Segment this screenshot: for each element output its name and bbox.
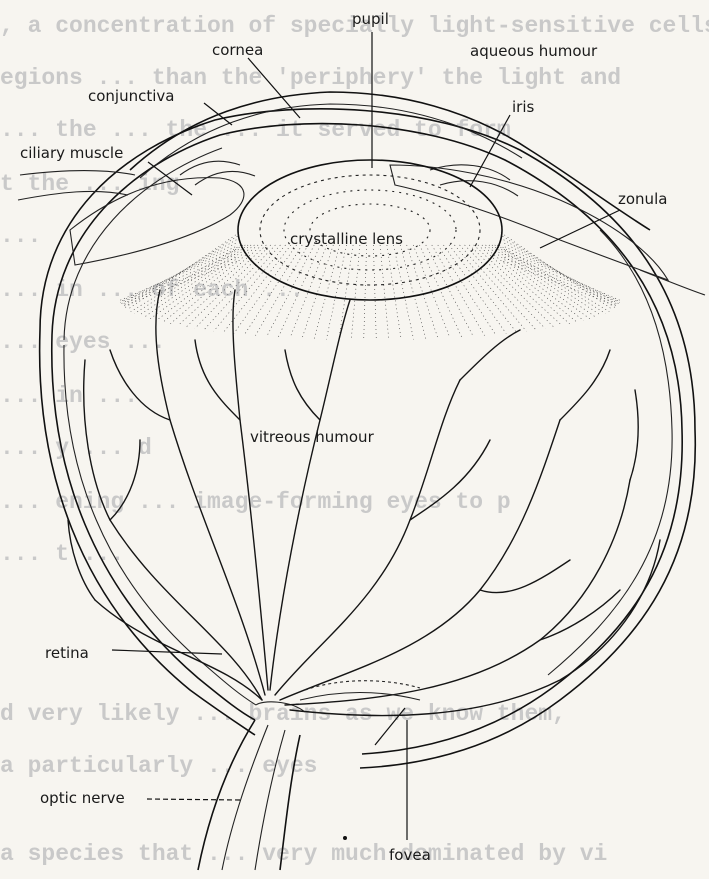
label-optic-nerve: optic nerve xyxy=(40,789,125,807)
label-iris: iris xyxy=(512,98,535,116)
retinal-vessel xyxy=(110,440,140,520)
zonula-fiber xyxy=(380,245,389,340)
zonula-fiber xyxy=(503,261,617,306)
zonula-fibers xyxy=(120,233,620,340)
zonula-fiber xyxy=(267,245,314,336)
retinal-vessel xyxy=(233,290,268,690)
zonula-fiber xyxy=(504,258,618,305)
zonula-fiber xyxy=(394,245,414,339)
retinal-vessel xyxy=(285,350,320,420)
zonula-fiber xyxy=(245,245,303,335)
zonula-fiber xyxy=(120,247,235,302)
zonula-fiber xyxy=(387,245,401,340)
label-retina: retina xyxy=(45,644,89,662)
zonula-fiber xyxy=(504,243,619,303)
retinal-vessel xyxy=(280,420,560,700)
zonula-fiber xyxy=(438,245,496,335)
zonula-fiber xyxy=(444,245,507,334)
leader-fovea xyxy=(375,708,405,745)
zonula-fiber xyxy=(139,245,245,315)
zonula-fiber xyxy=(351,245,360,340)
label-zonula: zonula xyxy=(618,190,667,208)
leader-optic-nerve xyxy=(147,799,240,800)
zonula-fiber xyxy=(131,245,241,312)
zonula-fiber xyxy=(474,245,562,326)
retinal-vessel xyxy=(195,340,240,420)
zonula-fiber xyxy=(123,261,237,306)
label-cornea: cornea xyxy=(212,41,263,59)
cornea-shape xyxy=(18,92,705,295)
zonula-fiber xyxy=(121,243,236,303)
retinal-vessel xyxy=(460,330,520,380)
retinal-vessel xyxy=(560,350,610,420)
zonula-fiber xyxy=(492,245,596,317)
zonula-fiber xyxy=(156,245,254,321)
retinal-vessel xyxy=(480,560,570,593)
zonula-fiber xyxy=(364,245,367,340)
zonula-fiber xyxy=(314,245,340,339)
zonula-fiber xyxy=(499,245,609,312)
retinal-vessel xyxy=(270,300,350,690)
leader-cornea xyxy=(248,58,300,118)
zonula-fiber xyxy=(339,245,353,340)
retinal-vessel xyxy=(110,350,170,420)
zonula-fiber xyxy=(326,245,346,339)
optic-nerve xyxy=(198,702,305,870)
zonula-fiber xyxy=(120,251,235,301)
zonula-fiber xyxy=(127,233,239,310)
retinal-vessel xyxy=(540,590,620,640)
leader-zonula xyxy=(540,210,620,248)
label-fovea: fovea xyxy=(389,846,431,864)
zonula-fiber xyxy=(420,245,462,337)
fovea-region xyxy=(300,681,420,700)
label-crystalline-lens: crystalline lens xyxy=(290,230,403,248)
zonula-fiber xyxy=(400,245,426,339)
retinal-vessel xyxy=(630,390,638,480)
zonula-fiber xyxy=(135,245,243,314)
label-ciliary-muscle: ciliary muscle xyxy=(20,144,123,162)
zonula-fiber xyxy=(469,245,554,327)
zonula-fiber xyxy=(234,245,297,334)
zonula-fiber xyxy=(120,254,235,302)
zonula-fiber xyxy=(178,245,266,326)
zonula-fiber xyxy=(505,247,620,302)
zonula-fiber xyxy=(505,251,620,301)
zonula-fiber xyxy=(426,245,473,336)
zonula-fiber xyxy=(195,245,276,329)
zonula-fiber xyxy=(150,245,251,319)
label-aqueous-humour: aqueous humour xyxy=(470,42,598,60)
zonula-fiber xyxy=(121,258,235,305)
retinal-vessel xyxy=(68,520,95,600)
label-vitreous-humour: vitreous humour xyxy=(250,428,375,446)
leader-retina xyxy=(112,650,222,654)
diagram-labels: pupil cornea aqueous humour conjunctiva … xyxy=(20,10,667,864)
retinal-vessel xyxy=(285,480,630,705)
retinal-vessel xyxy=(410,440,490,520)
zonula-fiber xyxy=(497,245,605,314)
zonula-fiber xyxy=(501,233,613,310)
zonula-fiber xyxy=(465,245,546,329)
label-pupil: pupil xyxy=(352,10,389,28)
zonula-fiber xyxy=(505,254,620,302)
zonula-fiber xyxy=(186,245,271,327)
zonula-fiber xyxy=(373,245,376,340)
zonula-fiber xyxy=(495,245,601,315)
label-conjunctiva: conjunctiva xyxy=(88,87,174,105)
dot-mark xyxy=(343,836,347,840)
retinal-vessel xyxy=(290,540,660,716)
zonula-fiber xyxy=(486,245,584,321)
zonula-fiber xyxy=(278,245,320,337)
zonula-fiber xyxy=(489,245,590,319)
zonula-fiber xyxy=(144,245,248,317)
